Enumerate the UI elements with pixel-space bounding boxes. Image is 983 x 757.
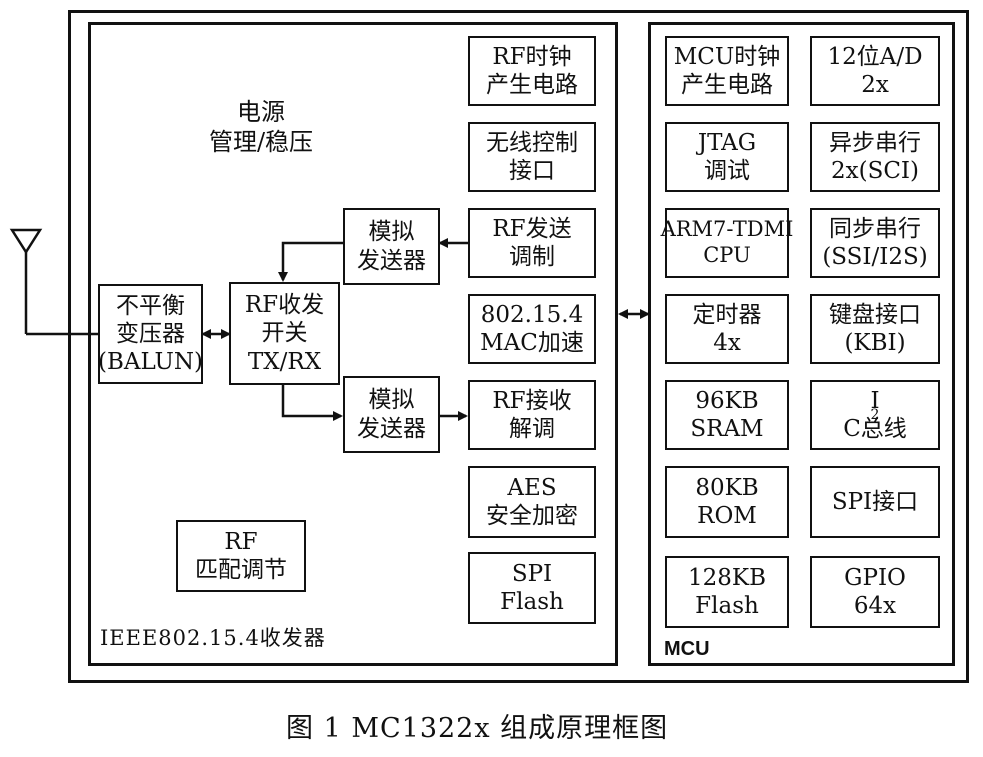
sci-block: 异步串行 2x(SCI) (810, 122, 940, 192)
spi-interface-line-1: SPI接口 (831, 488, 919, 515)
cpu-block: ARM7-TDMI CPU (661, 208, 793, 278)
ssi-line-2: (SSI/I2S) (822, 244, 928, 270)
balun-line-1: 不平衡 (116, 292, 185, 319)
balun-line-2: 变压器 (116, 320, 185, 347)
mcu-clock-line-2: 产生电路 (681, 72, 773, 98)
aes-line-1: AES (507, 474, 557, 501)
jtag-block: JTAG 调试 (665, 122, 789, 192)
power-line-2: 管理/稳压 (208, 128, 314, 156)
analog-top-line-1: 模拟 (368, 219, 415, 246)
flash-line-1: 128KB (688, 564, 766, 591)
transceiver-label: IEEE802.15.4收发器 (100, 626, 326, 650)
rf-clock-line-2: 产生电路 (486, 72, 578, 98)
figure-caption: 图 1 MC1322x 组成原理框图 (286, 713, 669, 744)
rom-line-1: 80KB (695, 474, 759, 501)
wireless-control-block: 无线控制 接口 (468, 122, 596, 192)
rf-rx-line-2: 解调 (509, 416, 555, 442)
timer-line-1: 定时器 (692, 301, 762, 328)
analog-bottom-line-2: 发送器 (357, 415, 426, 442)
balun-block: 不平衡 变压器 (BALUN) (98, 284, 203, 384)
jtag-line-2: 调试 (704, 158, 750, 184)
rf-tx-modulation-block: RF发送 调制 (468, 208, 596, 278)
wireless-control-line-2: 接口 (509, 158, 555, 184)
gpio-line-1: GPIO (844, 564, 906, 591)
mcu-clock-line-1: MCU时钟 (673, 43, 781, 70)
gpio-line-2: 64x (853, 593, 897, 619)
flash-line-2: Flash (695, 593, 759, 619)
sram-line-2: SRAM (690, 416, 764, 442)
rom-block: 80KB ROM (665, 466, 789, 538)
spi-flash-line-2: Flash (500, 589, 564, 615)
flash-block: 128KB Flash (665, 556, 789, 628)
rf-match-line-2: 匹配调节 (195, 557, 287, 583)
aes-line-2: 安全加密 (486, 503, 578, 529)
rf-switch-block: RF收发 开关 TX/RX (229, 282, 340, 385)
aes-block: AES 安全加密 (468, 466, 596, 538)
mcu-label: MCU (664, 638, 710, 660)
cpu-line-1: ARM7-TDMI (660, 217, 794, 242)
kbi-line-1: 键盘接口 (829, 301, 921, 328)
analog-top-line-2: 发送器 (357, 247, 426, 274)
power-line-1: 电源 (237, 98, 285, 126)
analog-transmitter-top-block: 模拟 发送器 (343, 208, 440, 285)
rf-tx-line-1: RF发送 (492, 215, 572, 242)
power-management-label: 电源 管理/稳压 (186, 88, 336, 166)
rf-rx-demod-block: RF接收 解调 (468, 380, 596, 450)
mac-line-2: MAC加速 (480, 330, 584, 356)
rom-line-2: ROM (697, 503, 757, 529)
wireless-control-line-1: 无线控制 (486, 129, 578, 156)
rf-rx-line-1: RF接收 (492, 387, 572, 414)
antenna-icon (9, 228, 98, 336)
adc-line-2: 2x (861, 72, 889, 98)
mac-accel-block: 802.15.4 MAC加速 (468, 294, 596, 364)
mcu-clock-block: MCU时钟 产生电路 (665, 36, 789, 106)
ssi-line-1: 同步串行 (829, 215, 921, 242)
spi-flash-block: SPI Flash (468, 552, 596, 624)
rf-tx-line-2: 调制 (509, 244, 555, 270)
kbi-line-2: (KBI) (844, 330, 906, 356)
analog-bottom-line-1: 模拟 (368, 387, 415, 414)
kbi-block: 键盘接口 (KBI) (810, 294, 940, 364)
i2c-rest: C总线 (843, 416, 907, 442)
switch-to-rx-arrow (281, 385, 343, 421)
tx-to-switch-arrow (278, 241, 343, 282)
spi-flash-line-1: SPI (511, 560, 553, 587)
analog-transmitter-bottom-block: 模拟 发送器 (343, 376, 440, 453)
sci-line-2: 2x(SCI) (831, 158, 919, 184)
sram-line-1: 96KB (695, 387, 759, 414)
mac-line-1: 802.15.4 (480, 301, 584, 328)
outer-frame (68, 10, 969, 683)
sram-block: 96KB SRAM (665, 380, 789, 450)
ssi-block: 同步串行 (SSI/I2S) (810, 208, 940, 278)
rf-clock-block: RF时钟 产生电路 (468, 36, 596, 106)
switch-line-3: TX/RX (247, 348, 322, 375)
rf-match-line-1: RF (224, 528, 258, 555)
timer-block: 定时器 4x (665, 294, 789, 364)
gpio-block: GPIO 64x (810, 556, 940, 628)
switch-line-2: 开关 (261, 320, 308, 347)
adc-block: 12位A/D 2x (810, 36, 940, 106)
switch-line-1: RF收发 (244, 292, 325, 319)
i2c-i: I (870, 387, 880, 414)
balun-line-3: (BALUN) (98, 349, 203, 376)
timer-line-2: 4x (713, 330, 741, 356)
rf-match-block: RF 匹配调节 (176, 520, 306, 592)
sci-line-1: 异步串行 (829, 129, 921, 156)
adc-line-1: 12位A/D (827, 43, 923, 70)
mcu-frame (648, 22, 955, 666)
transceiver-frame (88, 22, 618, 666)
rf-clock-line-1: RF时钟 (492, 43, 572, 70)
cpu-line-2: CPU (703, 243, 751, 267)
spi-interface-block: SPI接口 (810, 466, 940, 538)
jtag-line-1: JTAG (697, 129, 757, 156)
